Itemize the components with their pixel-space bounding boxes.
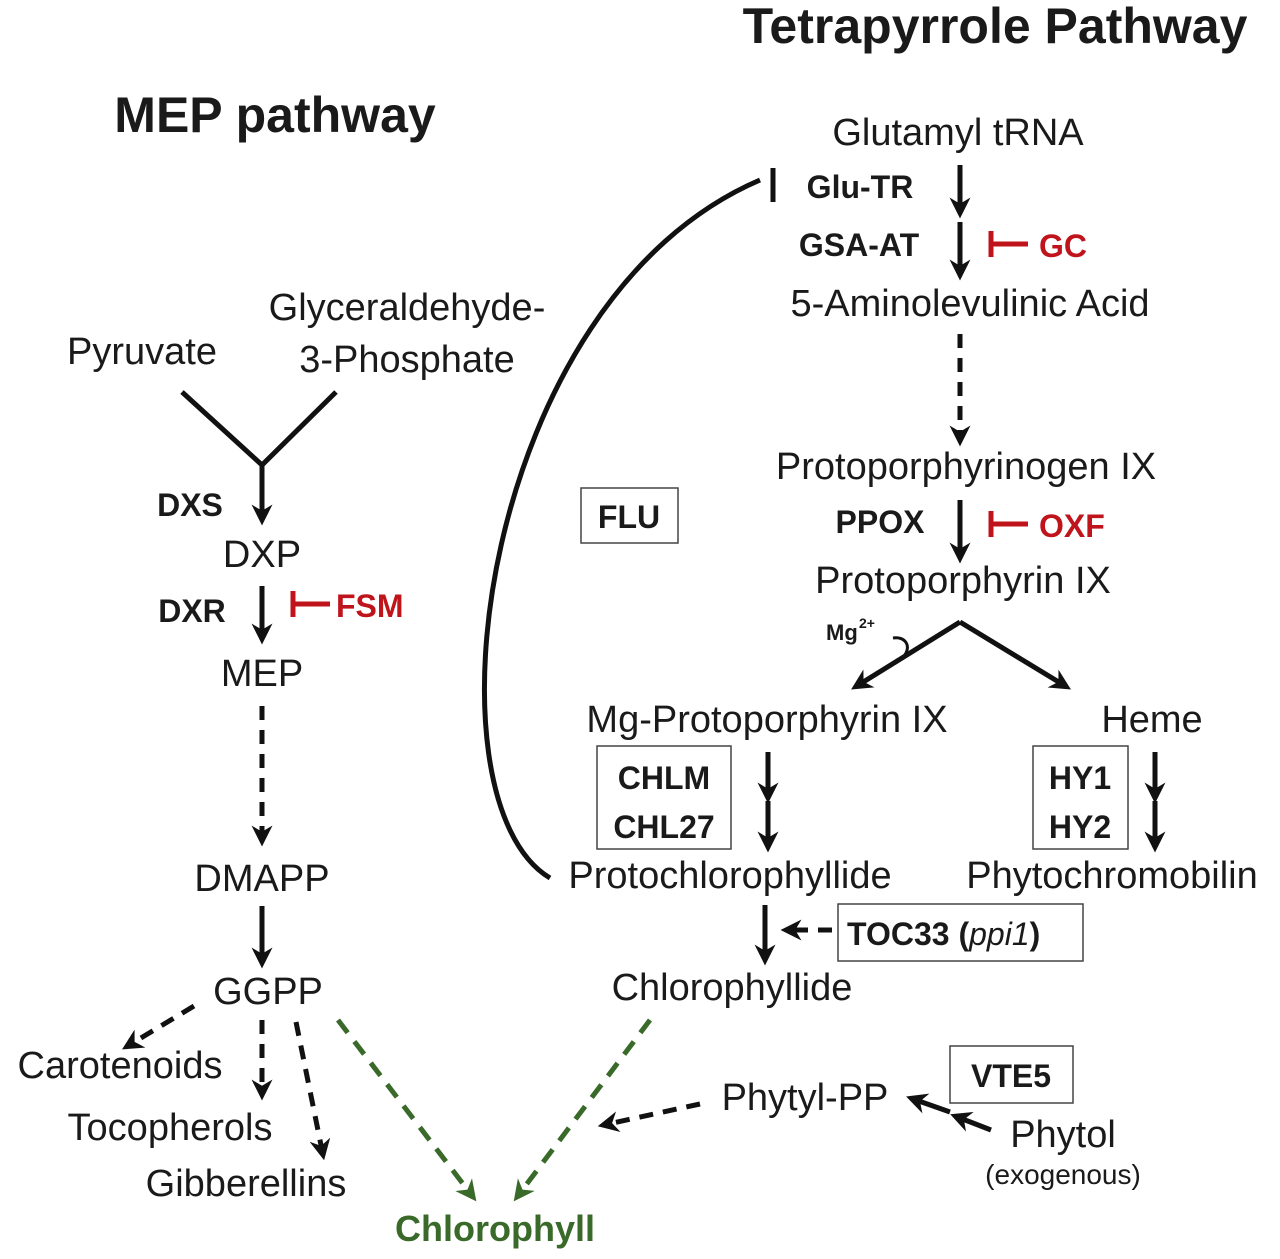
glu-tr-enzyme: Glu-TR <box>807 169 914 205</box>
ppox-enzyme: PPOX <box>836 504 926 540</box>
dmapp-label: DMAPP <box>194 858 329 900</box>
fsm-inhibition-mark <box>290 591 330 617</box>
mg-branch-arrow <box>851 619 962 690</box>
protoporphyrinogen-label: Protoporphyrinogen IX <box>776 446 1156 488</box>
toc33-label: TOC33 <box>847 916 950 952</box>
toc33-label-group: TOC33 (ppi1) <box>847 916 1040 952</box>
chlorophyllide-label: Chlorophyllide <box>612 967 853 1009</box>
g3p-label-line2: 3-Phosphate <box>299 339 515 381</box>
g3p-label-line1: Glyceraldehyde- <box>269 287 546 329</box>
hy1-enzyme: HY1 <box>1049 760 1111 796</box>
toc33-paren-close: ) <box>1030 916 1041 952</box>
gc-inhibitor: GC <box>1039 228 1087 264</box>
chlm-enzyme: CHLM <box>618 760 710 796</box>
gibberellins-label: Gibberellins <box>146 1163 347 1205</box>
protoporphyrin-label: Protoporphyrin IX <box>815 560 1111 602</box>
chlorophyll-label: Chlorophyll <box>395 1208 595 1249</box>
mg-ion-label: Mg <box>826 620 858 645</box>
ggpp-to-gibberellins-arrow <box>293 1021 331 1161</box>
glutamyl-trna-label: Glutamyl tRNA <box>832 112 1084 154</box>
gsa-at-enzyme: GSA-AT <box>799 227 920 263</box>
chlm-chl27-box <box>596 745 732 850</box>
gc-inhibition-mark <box>988 231 1028 257</box>
phytyl-pp-label: Phytyl-PP <box>722 1077 889 1119</box>
chl27-enzyme: CHL27 <box>613 809 714 845</box>
phytochromobilin-label: Phytochromobilin <box>966 855 1257 897</box>
tetrapyrrole-pathway-title: Tetrapyrrole Pathway <box>743 0 1248 54</box>
mg-charge-label: 2+ <box>859 615 875 631</box>
ggpp-label: GGPP <box>213 971 323 1013</box>
oxf-inhibition-mark <box>988 511 1028 537</box>
toc33-paren-open: ( <box>958 916 969 952</box>
dxp-label: DXP <box>223 534 301 576</box>
heme-label: Heme <box>1101 699 1202 741</box>
y-junction <box>180 390 338 469</box>
vte5-box <box>949 1045 1074 1104</box>
heme-branch-arrow <box>958 619 1071 690</box>
hy2-enzyme: HY2 <box>1049 809 1111 845</box>
pyruvate-label: Pyruvate <box>67 331 217 373</box>
mep-pathway-title: MEP pathway <box>114 87 436 143</box>
dxs-enzyme: DXS <box>157 487 223 523</box>
mep-label: MEP <box>221 653 303 695</box>
oxf-inhibitor: OXF <box>1039 508 1105 544</box>
hy1-hy2-box <box>1032 745 1129 850</box>
ggpp-to-carotenoids-arrow <box>122 1003 196 1050</box>
phytyl-pp-to-chlorophyll-arrow <box>597 1101 701 1133</box>
exogenous-label: (exogenous) <box>985 1159 1141 1190</box>
mg-protoporphyrin-label: Mg-Protoporphyrin IX <box>586 699 947 741</box>
carotenoids-label: Carotenoids <box>18 1045 223 1087</box>
protochlorophyllide-label: Protochlorophyllide <box>568 855 891 897</box>
ggpp-to-chlorophyll-arrow <box>336 1018 477 1202</box>
dxr-enzyme: DXR <box>158 593 226 629</box>
toc33-box <box>837 903 1084 962</box>
flu-label: FLU <box>598 499 660 535</box>
vte5-to-phytyl-pp-arrow <box>906 1093 951 1115</box>
flu-box <box>580 487 679 544</box>
ppi1-label: ppi1 <box>968 916 1030 952</box>
phytol-to-vte5-arrow <box>950 1111 992 1133</box>
flu-feedback-curve <box>482 177 761 881</box>
vte5-enzyme: VTE5 <box>971 1058 1051 1094</box>
phytol-label: Phytol <box>1010 1114 1116 1156</box>
tocopherols-label: Tocopherols <box>68 1107 273 1149</box>
chlorophyllide-to-chlorophyll-arrow <box>513 1018 652 1202</box>
mg-insertion-hook <box>892 636 909 657</box>
fsm-inhibitor: FSM <box>336 588 404 624</box>
ala-label: 5-Aminolevulinic Acid <box>790 283 1149 325</box>
